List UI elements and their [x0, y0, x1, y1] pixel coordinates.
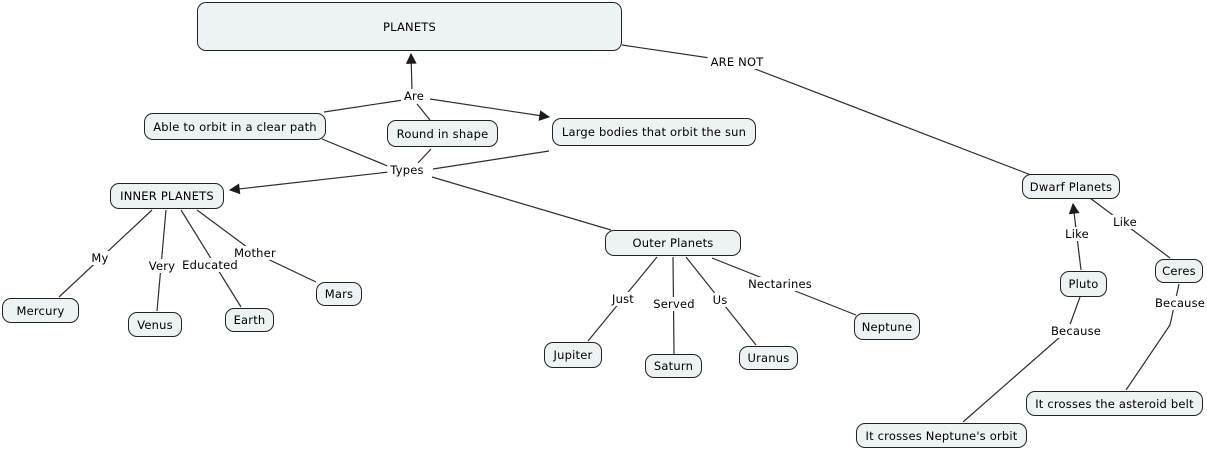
node-dwarf-planets[interactable]: Dwarf Planets [1022, 174, 1120, 199]
link-label-served[interactable]: Served [650, 297, 698, 311]
link-label-educated[interactable]: Educated [179, 258, 241, 272]
edge-types-to-outer [431, 176, 612, 231]
link-label-just[interactable]: Just [609, 292, 637, 306]
link-label-us[interactable]: Us [709, 293, 731, 307]
node-saturn[interactable]: Saturn [645, 354, 702, 378]
node-large-bodies[interactable]: Large bodies that orbit the sun [552, 118, 756, 146]
node-jupiter[interactable]: Jupiter [544, 342, 602, 368]
edge-able-to-types [321, 138, 391, 168]
node-planets[interactable]: PLANETS [197, 2, 622, 51]
link-label-because-pluto[interactable]: Because [1047, 324, 1105, 338]
link-label-mother[interactable]: Mother [231, 246, 279, 260]
link-label-nectarines[interactable]: Nectarines [745, 277, 815, 291]
edge-large-to-types [432, 150, 550, 170]
node-neptune[interactable]: Neptune [854, 313, 920, 340]
link-label-types[interactable]: Types [387, 163, 427, 177]
edge-arenot-to-dwarf [736, 61, 1032, 176]
link-label-like-pluto[interactable]: Like [1062, 227, 1092, 241]
node-mercury[interactable]: Mercury [2, 298, 79, 323]
link-label-because-ceres[interactable]: Because [1151, 296, 1207, 310]
node-inner-planets[interactable]: INNER PLANETS [110, 183, 224, 209]
node-outer-planets[interactable]: Outer Planets [605, 230, 741, 256]
edge-are-to-large-arrow [429, 98, 551, 121]
link-label-like-ceres[interactable]: Like [1110, 215, 1140, 229]
node-mars[interactable]: Mars [316, 282, 362, 306]
node-crosses-neptunes-orbit[interactable]: It crosses Neptune's orbit [856, 423, 1027, 448]
link-label-are[interactable]: Are [400, 89, 428, 103]
link-label-my[interactable]: My [88, 251, 112, 265]
node-uranus[interactable]: Uranus [739, 346, 798, 370]
node-ceres[interactable]: Ceres [1155, 259, 1203, 283]
edge-are-to-able [323, 99, 404, 113]
node-crosses-asteroid-belt[interactable]: It crosses the asteroid belt [1026, 391, 1203, 416]
edge-round-to-types [417, 148, 432, 164]
edge-are-to-round [416, 103, 431, 121]
node-round-in-shape[interactable]: Round in shape [387, 120, 498, 147]
node-able-to-orbit[interactable]: Able to orbit in a clear path [144, 113, 326, 140]
node-venus[interactable]: Venus [128, 312, 182, 337]
node-earth[interactable]: Earth [225, 308, 274, 332]
link-label-very[interactable]: Very [145, 259, 179, 273]
link-label-are-not[interactable]: ARE NOT [707, 55, 767, 69]
edge-are-to-planets-arrow [405, 52, 417, 91]
edge-types-to-inner-arrow [228, 171, 390, 195]
node-pluto[interactable]: Pluto [1060, 271, 1107, 297]
